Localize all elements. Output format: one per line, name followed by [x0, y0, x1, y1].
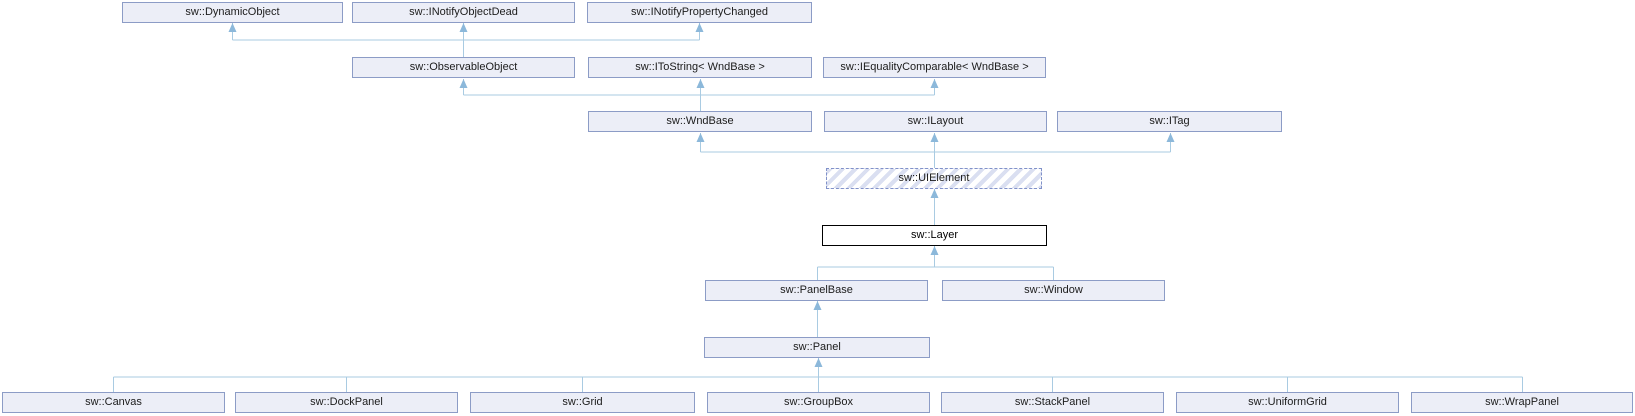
node-sw-dockpanel[interactable]: sw::DockPanel: [235, 392, 458, 413]
node-sw-wndbase[interactable]: sw::WndBase: [588, 111, 812, 132]
node-sw-ilayout[interactable]: sw::ILayout: [824, 111, 1047, 132]
node-sw-uielement[interactable]: sw::UIElement: [826, 168, 1042, 189]
node-sw-uniformgrid[interactable]: sw::UniformGrid: [1176, 392, 1399, 413]
node-sw-wrappanel[interactable]: sw::WrapPanel: [1411, 392, 1633, 413]
node-sw-stackpanel[interactable]: sw::StackPanel: [941, 392, 1164, 413]
node-sw-observableobject[interactable]: sw::ObservableObject: [352, 57, 575, 78]
node-sw-panel[interactable]: sw::Panel: [704, 337, 930, 358]
node-sw-inotifypropertychanged[interactable]: sw::INotifyPropertyChanged: [587, 2, 812, 23]
node-sw-inotifyobjectdead[interactable]: sw::INotifyObjectDead: [352, 2, 575, 23]
node-sw-itostring-wndbase[interactable]: sw::IToString< WndBase >: [588, 57, 812, 78]
node-sw-panelbase[interactable]: sw::PanelBase: [705, 280, 928, 301]
node-sw-grid[interactable]: sw::Grid: [470, 392, 695, 413]
node-sw-itag[interactable]: sw::ITag: [1057, 111, 1282, 132]
node-sw-iequalitycomparable-wndbase[interactable]: sw::IEqualityComparable< WndBase >: [823, 57, 1046, 78]
node-sw-dynamicobject[interactable]: sw::DynamicObject: [122, 2, 343, 23]
node-sw-groupbox[interactable]: sw::GroupBox: [707, 392, 930, 413]
node-sw-layer: sw::Layer: [822, 225, 1047, 246]
node-sw-canvas[interactable]: sw::Canvas: [2, 392, 225, 413]
node-sw-window[interactable]: sw::Window: [942, 280, 1165, 301]
